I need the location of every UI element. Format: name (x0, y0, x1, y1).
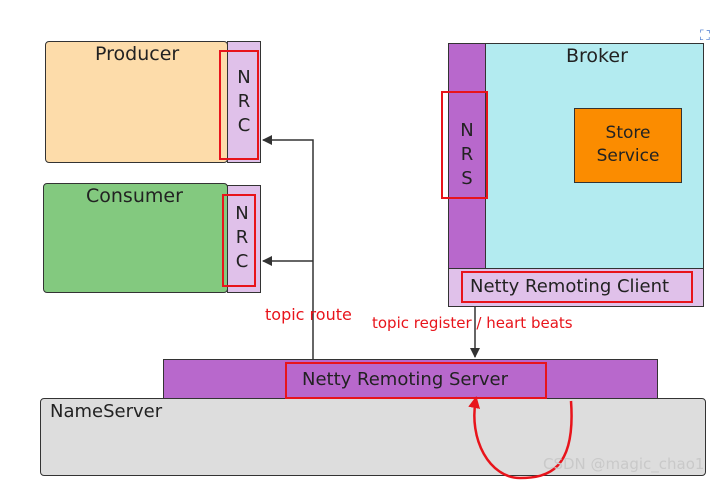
consumer-nrc-highlight (222, 194, 256, 287)
producer-nrc-highlight (219, 50, 259, 160)
store-service-label: Store Service (596, 123, 660, 166)
broker-nrs-label: N R S (460, 120, 474, 189)
self-loop-arrow (468, 396, 573, 480)
broker-client-bar (448, 268, 704, 307)
producer-nrc-label: N R C (237, 67, 251, 136)
consumer-nrc-label: N R C (235, 203, 249, 272)
broker-client-label: Netty Remoting Client (470, 276, 670, 297)
consumer-box (43, 183, 228, 293)
watermark: CSDN @magic_chao1 (543, 455, 705, 473)
consumer-title: Consumer (86, 185, 183, 207)
nameserver-server-highlight (285, 362, 547, 399)
broker-nrs (448, 43, 486, 269)
route-line-vertical (262, 135, 314, 359)
broker-nrs-highlight (441, 91, 488, 199)
store-service-box (574, 108, 682, 183)
nameserver-title: NameServer (50, 401, 163, 422)
producer-box (45, 41, 228, 163)
expand-icon[interactable]: ⛶ (700, 28, 710, 44)
broker-client-highlight (461, 271, 693, 303)
nameserver-server-bar (163, 359, 658, 399)
topic-route-label: topic route (265, 305, 352, 324)
broker-title: Broker (566, 45, 628, 67)
producer-title: Producer (95, 43, 180, 65)
nameserver-box (40, 398, 706, 476)
topic-register-label: topic register / heart beats (372, 314, 573, 332)
producer-nrc (227, 41, 261, 163)
nameserver-server-label: Netty Remoting Server (302, 369, 508, 390)
